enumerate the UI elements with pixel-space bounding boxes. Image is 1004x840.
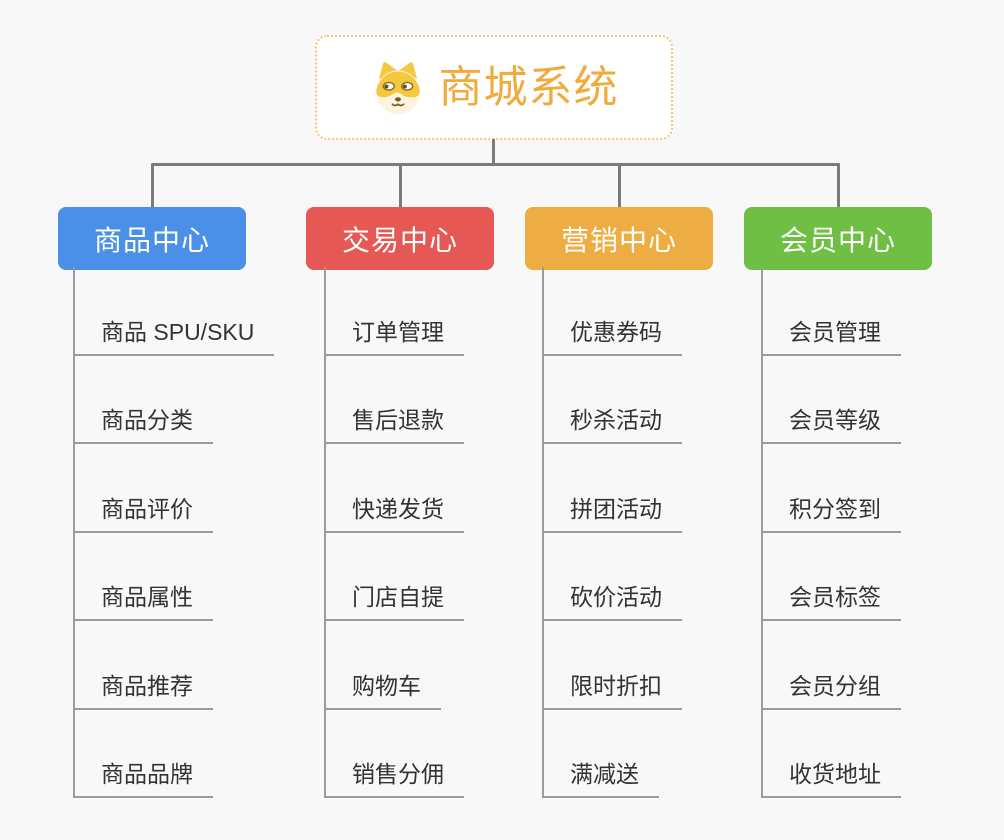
leaf-row: 砍价活动 [544,533,780,621]
leaf-row: 商品分类 [75,356,311,444]
leaf-row: 商品属性 [75,533,311,621]
leaf-topic[interactable]: 拼团活动 [544,495,682,533]
branch-column-product-center: 商品 SPU/SKU 商品分类商品评价商品属性商品推荐商品品牌 [73,267,311,798]
connector-bus-line [151,163,840,166]
leaf-topic[interactable]: 销售分佣 [326,760,464,798]
leaf-row: 商品推荐 [75,621,311,710]
leaf-topic[interactable]: 砍价活动 [544,583,682,621]
leaf-row: 会员管理 [763,267,999,356]
branch-column-member-center: 会员管理会员等级积分签到会员标签会员分组收货地址 [761,267,999,798]
leaf-topic[interactable]: 会员管理 [763,318,901,356]
leaf-topic[interactable]: 订单管理 [326,318,464,356]
branch-header-trade-center[interactable]: 交易中心 [306,207,494,270]
leaf-row: 商品评价 [75,444,311,533]
leaf-row: 收货地址 [763,710,999,798]
leaf-topic[interactable]: 限时折扣 [544,672,682,710]
leaf-row: 优惠券码 [544,267,780,356]
leaf-topic[interactable]: 收货地址 [763,760,901,798]
connector-drop-product-center [151,164,154,207]
leaf-row: 售后退款 [326,356,562,444]
root-topic[interactable]: 商城系统 [315,35,673,140]
branch-header-marketing-center[interactable]: 营销中心 [525,207,713,270]
connector-drop-trade-center [399,164,402,207]
leaf-row: 门店自提 [326,533,562,621]
branch-header-label: 商品中心 [93,224,210,256]
branch-header-member-center[interactable]: 会员中心 [744,207,932,270]
connector-drop-marketing-center [618,164,621,207]
leaf-topic[interactable]: 会员标签 [763,583,901,621]
leaf-row: 商品 SPU/SKU [75,267,311,356]
leaf-row: 秒杀活动 [544,356,780,444]
leaf-topic[interactable]: 商品分类 [75,406,213,444]
leaf-row: 快递发货 [326,444,562,533]
leaf-topic[interactable]: 会员等级 [763,406,901,444]
leaf-topic[interactable]: 商品属性 [75,583,213,621]
branch-header-product-center[interactable]: 商品中心 [58,207,246,270]
leaf-topic[interactable]: 优惠券码 [544,318,682,356]
leaf-row: 满减送 [544,710,780,798]
leaf-row: 限时折扣 [544,621,780,710]
leaf-topic[interactable]: 会员分组 [763,672,901,710]
connector-drop-member-center [837,164,840,207]
leaf-row: 会员等级 [763,356,999,444]
root-topic-title: 商城系统 [438,62,619,112]
leaf-topic[interactable]: 门店自提 [326,583,464,621]
leaf-row: 购物车 [326,621,562,710]
leaf-topic[interactable]: 购物车 [326,672,441,710]
branch-column-marketing-center: 优惠券码秒杀活动拼团活动砍价活动限时折扣满减送 [542,267,780,798]
leaf-topic[interactable]: 商品品牌 [75,760,213,798]
leaf-row: 积分签到 [763,444,999,533]
leaf-row: 商品品牌 [75,710,311,798]
connector-root-stem [492,139,495,164]
branch-header-label: 交易中心 [341,224,458,256]
leaf-topic[interactable]: 商品推荐 [75,672,213,710]
leaf-topic[interactable]: 秒杀活动 [544,406,682,444]
leaf-topic[interactable]: 售后退款 [326,406,464,444]
leaf-topic[interactable]: 快递发货 [326,495,464,533]
leaf-row: 拼团活动 [544,444,780,533]
leaf-row: 销售分佣 [326,710,562,798]
branch-header-label: 营销中心 [560,224,677,256]
dog-face-icon [375,61,420,114]
leaf-row: 会员标签 [763,533,999,621]
leaf-topic[interactable]: 商品评价 [75,495,213,533]
leaf-row: 会员分组 [763,621,999,710]
leaf-topic[interactable]: 商品 SPU/SKU [75,318,275,356]
leaf-topic[interactable]: 积分签到 [763,495,901,533]
leaf-topic[interactable]: 满减送 [544,760,659,798]
leaf-row: 订单管理 [326,267,562,356]
branch-column-trade-center: 订单管理售后退款快递发货门店自提购物车销售分佣 [324,267,562,798]
branch-header-label: 会员中心 [779,224,896,256]
